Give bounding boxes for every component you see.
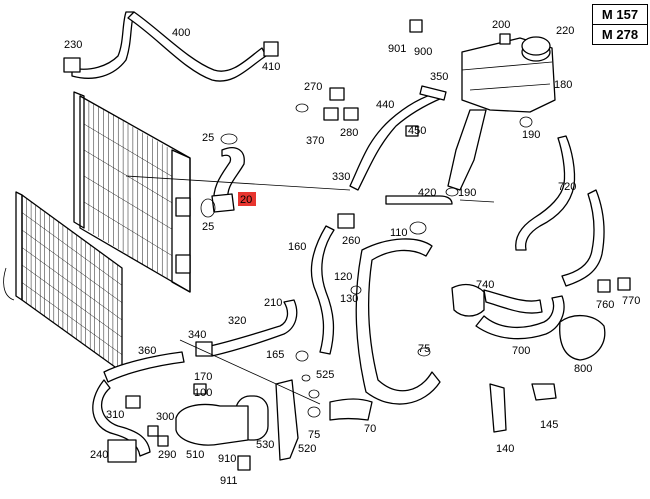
label-770: 770 <box>622 295 640 307</box>
label-110: 110 <box>390 227 408 239</box>
label-140: 140 <box>496 443 514 455</box>
label-330: 330 <box>332 171 350 183</box>
label-910: 910 <box>218 453 236 465</box>
label-130: 130 <box>340 293 358 305</box>
engine-code-m278: M 278 <box>592 24 648 45</box>
label-170: 170 <box>194 371 212 383</box>
expansion-tank <box>447 36 556 191</box>
label-740: 740 <box>476 279 494 291</box>
label-220: 220 <box>556 25 574 37</box>
highlight-box-20 <box>238 192 256 206</box>
label-525: 525 <box>316 369 334 381</box>
label-901: 901 <box>388 43 406 55</box>
label-165: 165 <box>266 349 284 361</box>
radiator <box>73 91 191 293</box>
label-290: 290 <box>158 449 176 461</box>
label-180: 180 <box>554 79 572 91</box>
label-200: 200 <box>492 19 510 31</box>
label-190b: 190 <box>458 187 476 199</box>
label-70: 70 <box>364 423 376 435</box>
label-340: 340 <box>188 329 206 341</box>
label-230: 230 <box>64 39 82 51</box>
label-270: 270 <box>304 81 322 93</box>
label-300: 300 <box>156 411 174 423</box>
label-530: 530 <box>256 439 274 451</box>
label-450: 450 <box>408 125 426 137</box>
label-911: 911 <box>220 475 238 487</box>
label-100: 100 <box>194 387 212 399</box>
label-700: 700 <box>512 345 530 357</box>
part-labels: 400 230 410 25 25 20 270 370 280 330 440… <box>64 19 640 487</box>
label-510: 510 <box>186 449 204 461</box>
label-310: 310 <box>106 409 124 421</box>
label-520: 520 <box>298 443 316 455</box>
water-pump-assembly <box>175 283 606 461</box>
label-360: 360 <box>138 345 156 357</box>
label-25b: 25 <box>202 221 214 233</box>
label-145: 145 <box>540 419 558 431</box>
label-370: 370 <box>306 135 324 147</box>
label-120: 120 <box>334 271 352 283</box>
condenser <box>3 191 123 373</box>
label-900: 900 <box>414 46 432 58</box>
clamps-and-fittings <box>63 19 631 471</box>
label-440: 440 <box>376 99 394 111</box>
label-210: 210 <box>264 297 282 309</box>
label-260: 260 <box>342 235 360 247</box>
label-190a: 190 <box>522 129 540 141</box>
label-720: 720 <box>558 181 576 193</box>
label-25a: 25 <box>202 132 214 144</box>
label-240: 240 <box>90 449 108 461</box>
label-760: 760 <box>596 299 614 311</box>
label-410: 410 <box>262 61 280 73</box>
label-400: 400 <box>172 27 190 39</box>
label-75a: 75 <box>308 429 320 441</box>
label-280: 280 <box>340 127 358 139</box>
label-320: 320 <box>228 315 246 327</box>
label-800: 800 <box>574 363 592 375</box>
label-350: 350 <box>430 71 448 83</box>
label-420: 420 <box>418 187 436 199</box>
hoses <box>71 11 605 463</box>
label-20: 20 <box>240 194 252 206</box>
label-160: 160 <box>288 241 306 253</box>
label-75b: 75 <box>418 343 430 355</box>
